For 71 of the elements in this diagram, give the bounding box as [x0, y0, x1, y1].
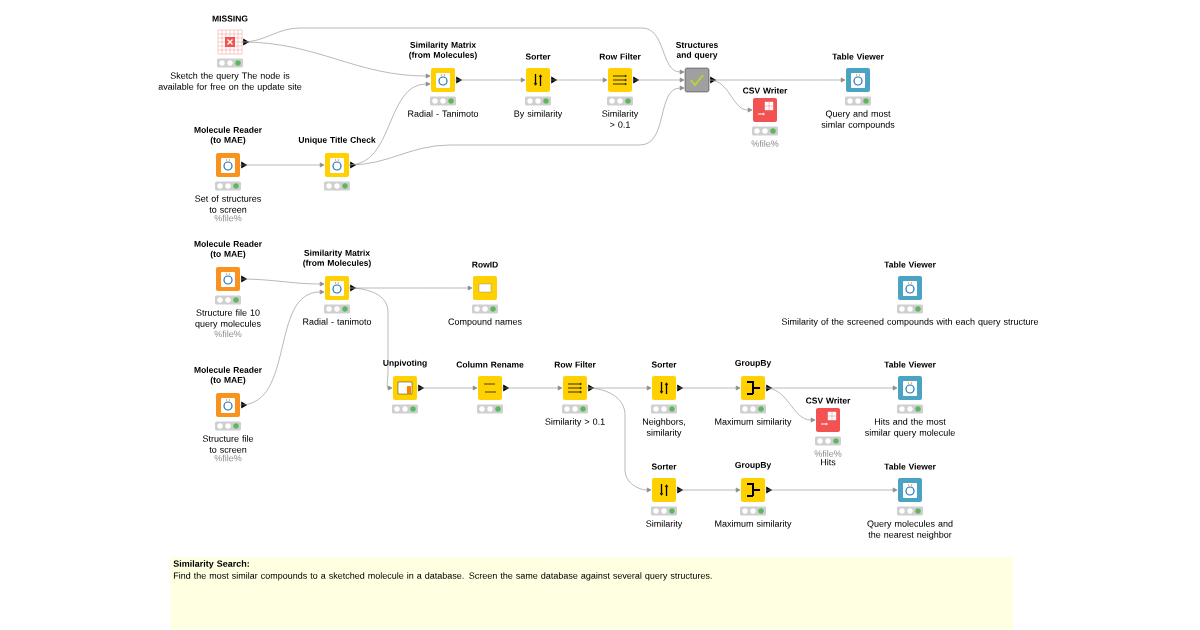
connector-arrow [764, 487, 898, 493]
connector-arrow [239, 289, 325, 406]
node-title: Row Filter [599, 53, 641, 60]
node-description: Similarity [646, 520, 683, 529]
node-title: CSV Writer [743, 87, 788, 94]
connector-arrow [416, 385, 478, 391]
connector-arrow [675, 487, 741, 493]
connector-arrow [549, 77, 608, 83]
node-title: Molecule Reader (to MAE) [194, 126, 262, 145]
node-description: Query and most simlar compounds [821, 110, 895, 130]
node-description: Radial - tanimoto [303, 318, 372, 325]
node-title: Column Rename [456, 361, 524, 368]
connector-arrow [764, 385, 898, 391]
node-title: CSV Writer [806, 397, 851, 404]
node-description: Compound names [448, 318, 522, 327]
note-heading: Similarity Search: [173, 560, 249, 569]
connector-arrow [348, 85, 685, 166]
node-description: Structure file to screen [202, 435, 254, 453]
node-description: Hits [821, 458, 836, 466]
node-title: Table Viewer [832, 53, 884, 60]
connector-arrow [631, 77, 685, 83]
node-title: Row Filter [554, 361, 596, 368]
node-title: Table Viewer [884, 361, 936, 368]
node-title: Table Viewer [884, 463, 936, 470]
node-title: Unique Title Check [298, 136, 376, 145]
file-path-text: %file% [214, 330, 242, 338]
connector-arrow [708, 79, 753, 113]
file-path-text: %file% [214, 454, 242, 462]
node-title: RowID [472, 261, 498, 268]
node-title: Table Viewer [884, 261, 936, 268]
file-path-text: %file% [214, 214, 242, 222]
node-description: Structure file 10 query molecules [195, 309, 261, 329]
node-title: Sorter [525, 53, 551, 60]
node-description: By similarity [514, 110, 563, 119]
node-title: MISSING [212, 15, 248, 22]
node-title: Similarity Matrix (from Molecules) [303, 249, 371, 268]
node-description: Similarity > 0.1 [602, 110, 639, 128]
node-description: Similarity of the screened compounds with each query structure [781, 318, 1039, 327]
annotation-note [170, 557, 1014, 630]
file-path-text: %file% [751, 140, 779, 147]
node-description: Maximum similarity [715, 520, 792, 529]
node-title: Structures and query [676, 41, 718, 60]
connector-arrow [239, 278, 325, 287]
connector-arrow [241, 27, 685, 75]
connector-arrow [241, 41, 431, 79]
node-description: Set of structures to screen [195, 195, 261, 213]
node-description: Query molecules and the nearest neighbor [867, 520, 953, 540]
node-description: Hits and the most similar query molecule [865, 418, 955, 438]
node-title: Unpivoting [383, 359, 427, 368]
node-title: Molecule Reader (to MAE) [194, 240, 262, 259]
node-description: Radial - Tanimoto [408, 110, 479, 117]
note-text: Find the most similar compounds to a sketched molecule in a database. Screen the same database against several query structures. [173, 572, 712, 581]
connector-arrow [239, 162, 325, 168]
node-title: Similarity Matrix (from Molecules) [409, 41, 477, 60]
connector-arrow [454, 77, 526, 83]
connector-arrow [348, 287, 393, 391]
connector-arrow [764, 387, 816, 423]
node-title: Sorter [651, 463, 677, 470]
node-description: Similarity > 0.1 [545, 418, 605, 427]
node-description: Maximum similarity [715, 418, 792, 427]
node-title: GroupBy [735, 359, 772, 368]
connector-arrow [675, 385, 741, 391]
node-title: GroupBy [735, 461, 772, 470]
connector-arrow [501, 385, 563, 391]
connector-arrow [586, 387, 652, 493]
node-title: Sorter [651, 361, 677, 368]
node-description: Sketch the query The node is available for free on the update site [158, 72, 302, 92]
node-description: Neighbors, similarity [643, 418, 685, 438]
node-title: Molecule Reader (to MAE) [194, 366, 262, 385]
connector-arrow [708, 77, 846, 83]
file-path-text: %file% [814, 450, 842, 457]
